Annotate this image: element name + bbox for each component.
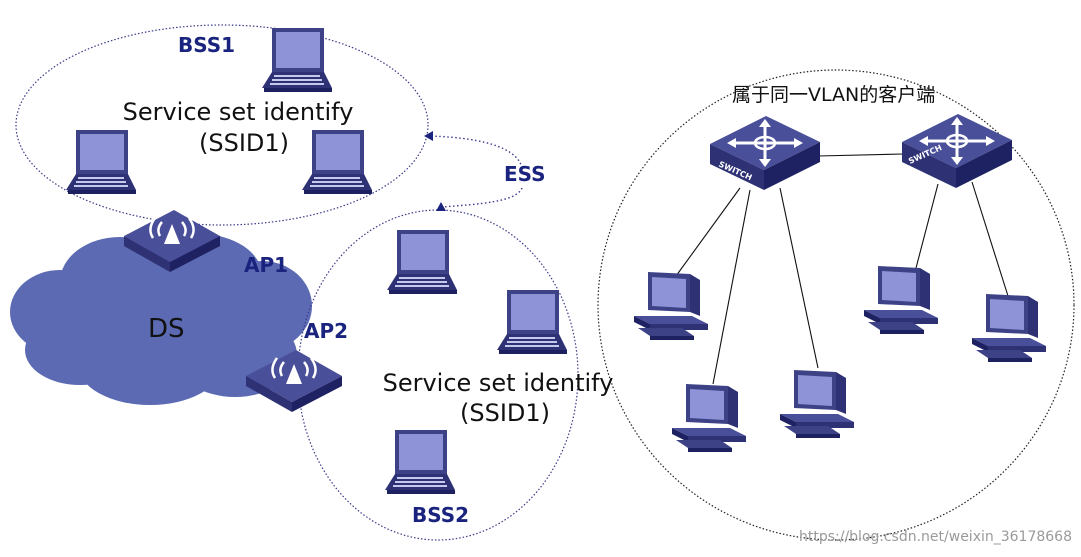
bss1-label: BSS1 <box>178 33 235 57</box>
watermark-url: https://blog.csdn.net/weixin_36178668 <box>799 529 1072 545</box>
switch-to-switch-link <box>817 153 905 157</box>
switch1-to-pc3-link <box>779 187 819 369</box>
ds-label: DS <box>148 314 185 344</box>
switch1-icon <box>708 114 822 192</box>
ess-arrowhead-lower <box>436 202 446 211</box>
ess-label: ESS <box>504 162 546 186</box>
network-links <box>675 153 1009 385</box>
ess-arrow-lower <box>441 187 523 208</box>
switch2-to-pc4-link <box>915 183 939 269</box>
desktop-computer-icon <box>864 266 938 334</box>
desktop-computer-icon <box>672 384 746 452</box>
bss2-label: BSS2 <box>412 503 469 527</box>
ess-arrowhead-upper <box>424 131 433 141</box>
desktop-computer-icon <box>972 294 1046 362</box>
laptop-icon <box>385 430 455 494</box>
ess-arrow-upper <box>429 135 523 169</box>
ap1-label: AP1 <box>244 253 288 277</box>
ap2-label: AP2 <box>304 319 348 343</box>
laptop-icon <box>66 130 136 194</box>
laptop-icon <box>262 28 332 92</box>
ssid1-label-line2: (SSID1) <box>199 129 289 157</box>
ds-cloud <box>10 234 312 405</box>
desktop-computer-icon <box>634 272 708 340</box>
vlan-title: 属于同一VLAN的客户端 <box>732 84 935 106</box>
desktop-computer-icon <box>780 370 854 438</box>
ssid1-label-line1: Service set identify <box>123 98 354 126</box>
laptop-icon <box>497 290 567 354</box>
bss1-ellipse <box>15 24 429 226</box>
ssid2-label-line1: Service set identify <box>383 369 614 397</box>
laptop-icon <box>387 230 457 294</box>
vlan-ellipse <box>597 69 1075 541</box>
switch1-to-pc2-link <box>712 189 751 385</box>
switch1-to-pc1-link <box>675 187 741 277</box>
switch2-to-pc5-link <box>971 181 1009 297</box>
switch2-icon <box>900 112 1014 190</box>
ssid2-label-line2: (SSID1) <box>460 399 550 427</box>
laptop-icon <box>302 130 372 194</box>
